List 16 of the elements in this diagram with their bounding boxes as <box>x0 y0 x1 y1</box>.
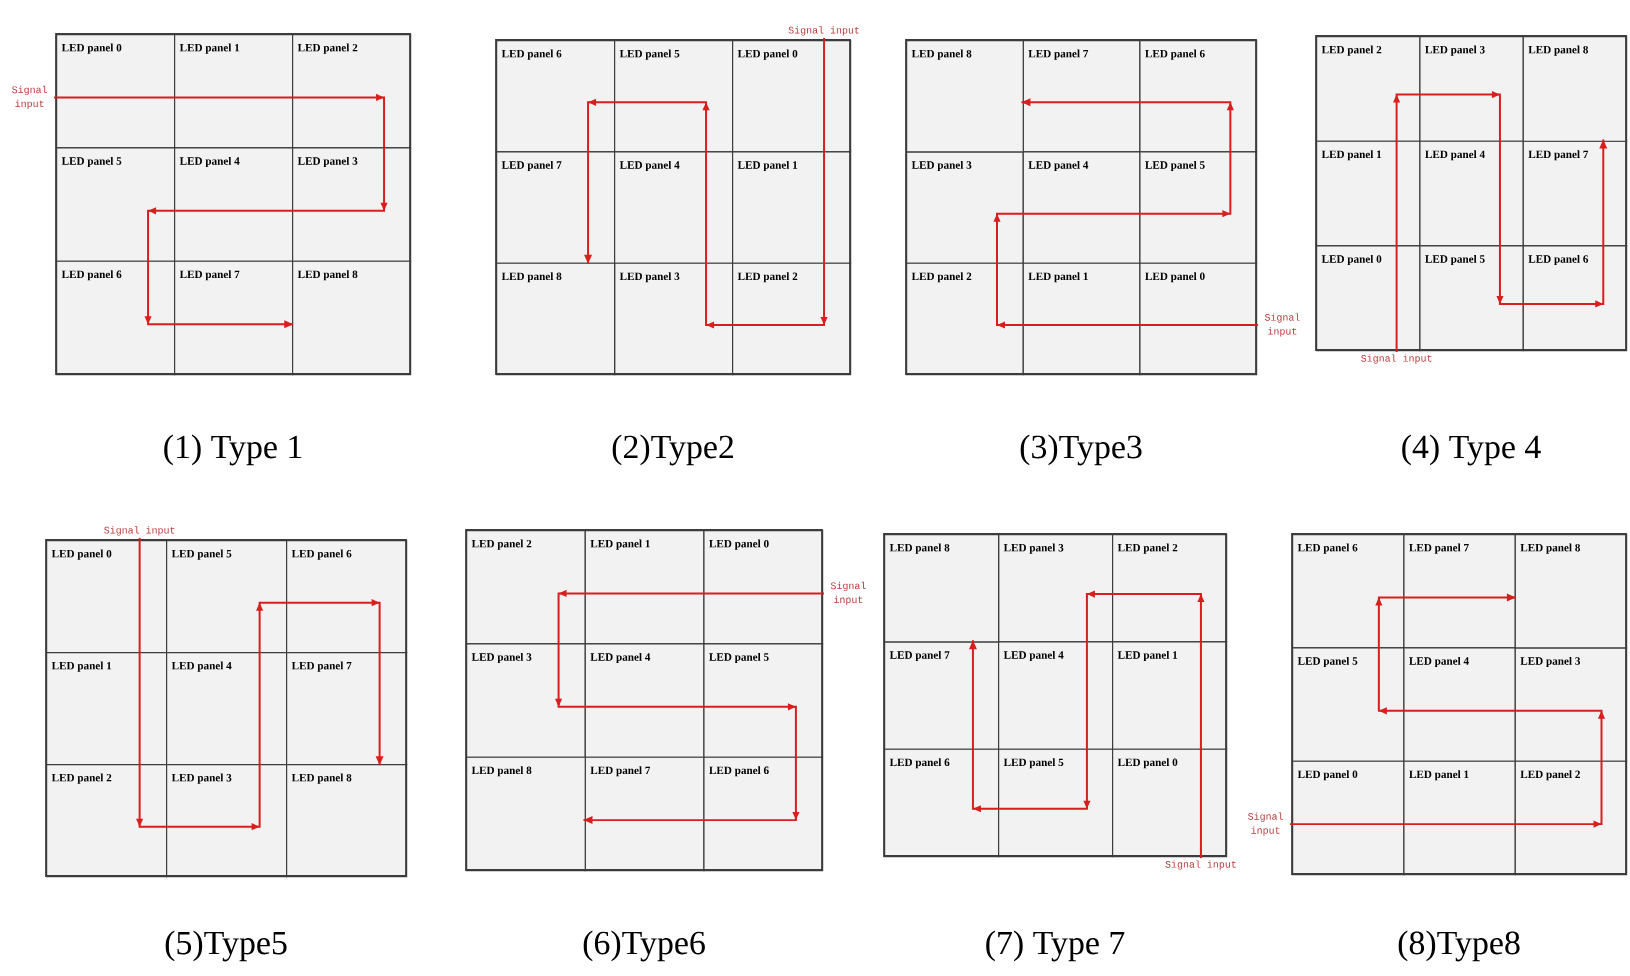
arrow <box>968 593 1202 859</box>
caption: (2)Type2 <box>612 434 733 466</box>
arrow <box>584 37 826 326</box>
caption: (8)Type8 <box>1398 930 1520 962</box>
arrow <box>557 592 825 825</box>
caption: (7) Type 7 <box>986 930 1125 962</box>
caption: (6)Type6 <box>583 930 705 962</box>
arrow <box>1289 593 1603 826</box>
caption: (5)Type5 <box>165 930 287 962</box>
arrow <box>53 96 386 329</box>
arrow <box>996 98 1259 326</box>
caption: (4) Type 4 <box>1402 434 1541 466</box>
caption: (3)Type3 <box>1020 434 1142 466</box>
arrow <box>1395 93 1608 353</box>
caption: (1) Type 1 <box>164 434 302 466</box>
arrow <box>138 537 384 828</box>
